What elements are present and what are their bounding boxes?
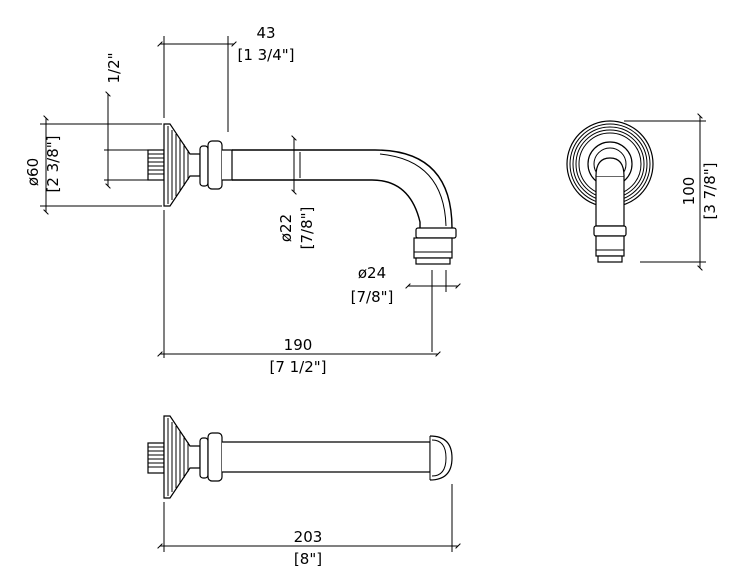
side-view: 43 [1 3/4"] 1/2" ø60 [2 3/8"] ø22 [7/8"]: [24, 24, 461, 376]
dim-spout-diameter: ø22 [7/8"]: [277, 135, 316, 250]
dim-height: 100 [3 7/8"]: [624, 113, 719, 271]
dim-thread-imperial: 1/2": [105, 52, 123, 83]
dim-overall-length-metric: 203: [294, 528, 323, 546]
dim-spout-diameter-imperial: [7/8"]: [298, 207, 316, 250]
thread-connector: [147, 149, 165, 181]
dim-flange-depth-imperial: [1 3/4"]: [237, 46, 294, 64]
dim-flange-diameter-imperial: [2 3/8"]: [44, 135, 62, 192]
dim-projection-imperial: [7 1/2"]: [269, 358, 326, 376]
dim-projection-metric: 190: [284, 336, 313, 354]
dim-overall-length: 203 [8"]: [157, 484, 461, 568]
dim-flange-depth-metric: 43: [256, 24, 275, 42]
dim-outlet-diameter: ø24 [7/8"]: [351, 264, 461, 352]
top-view: 203 [8"]: [147, 415, 461, 568]
spout-body: [232, 149, 453, 236]
front-view: 100 [3 7/8"]: [566, 113, 719, 271]
dim-height-imperial: [3 7/8"]: [701, 162, 719, 219]
dim-outlet-diameter-metric: ø24: [358, 264, 386, 282]
dim-spout-diameter-metric: ø22: [277, 214, 295, 242]
dim-projection: 190 [7 1/2"]: [157, 210, 441, 376]
flange: [163, 123, 233, 207]
dim-outlet-diameter-imperial: [7/8"]: [351, 288, 394, 306]
dim-flange-diameter: ø60 [2 3/8"]: [24, 115, 162, 215]
dim-overall-length-imperial: [8"]: [294, 550, 322, 568]
dim-thread: 1/2": [104, 52, 150, 189]
dim-flange-depth: 43 [1 3/4"]: [157, 24, 295, 132]
outlet-tip: [413, 227, 457, 265]
dim-flange-diameter-metric: ø60: [24, 158, 42, 186]
dim-height-metric: 100: [680, 177, 698, 206]
